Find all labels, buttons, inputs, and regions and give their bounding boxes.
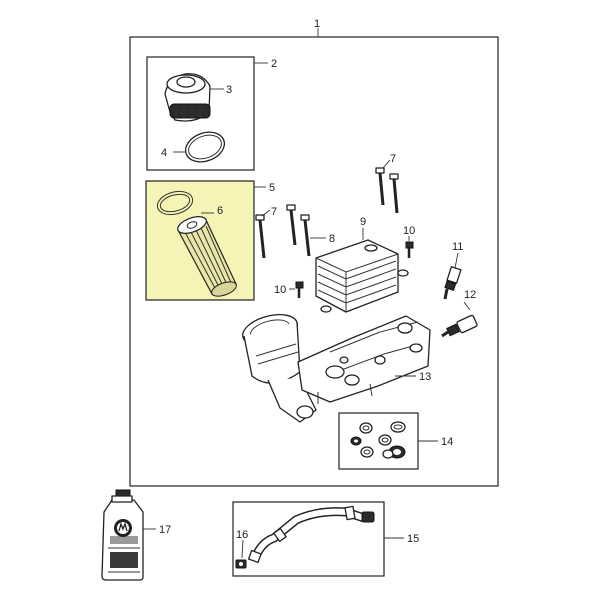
bolt-left xyxy=(255,214,266,259)
callout-5: 5 xyxy=(269,182,275,194)
callout-16-leader xyxy=(241,539,244,559)
callout-13: 13 xyxy=(419,371,431,383)
cap-o-ring xyxy=(184,131,226,163)
callout-10b: 10 xyxy=(274,284,286,296)
callout-11: 11 xyxy=(452,241,463,253)
stud-left xyxy=(295,281,304,298)
callout-1: 1 xyxy=(314,18,320,30)
callout-17: 17 xyxy=(159,524,171,536)
cap-group-box xyxy=(146,56,255,171)
filter-seal-ring xyxy=(156,190,194,216)
bolt-upper-left xyxy=(375,167,385,206)
callout-8: 8 xyxy=(329,233,335,245)
callout-9: 9 xyxy=(360,216,366,228)
callout-2: 2 xyxy=(271,58,277,70)
filter-cap xyxy=(164,73,211,122)
callout-4: 4 xyxy=(161,147,167,159)
seal-kit xyxy=(350,421,406,459)
callout-12: 12 xyxy=(464,289,476,301)
callout-15: 15 xyxy=(407,533,419,545)
oil-hose xyxy=(247,505,375,564)
mopar-logo-icon xyxy=(114,519,132,537)
callout-7b: 7 xyxy=(271,206,277,218)
callout-7a: 7 xyxy=(390,153,396,165)
callout-3: 3 xyxy=(226,84,232,96)
callout-12-leader xyxy=(463,301,471,311)
oil-filter-housing xyxy=(242,314,431,423)
callout-7b-leader xyxy=(261,209,271,217)
bolt-upper-right xyxy=(389,173,399,214)
oil-temperature-sensor xyxy=(441,314,478,338)
oil-pressure-sensor xyxy=(443,266,462,300)
callout-6: 6 xyxy=(217,205,223,217)
filter-element xyxy=(177,216,237,297)
callout-7a-leader xyxy=(382,159,391,169)
callout-10a: 10 xyxy=(403,225,415,237)
assembly-frame xyxy=(129,36,499,487)
callout-14: 14 xyxy=(441,436,453,448)
oil-cooler xyxy=(315,239,409,313)
stud-right xyxy=(405,241,414,258)
callout-16: 16 xyxy=(236,529,248,541)
callout-11-leader xyxy=(454,252,459,269)
oil-bottle-icon xyxy=(101,489,144,581)
bolt-middle-b xyxy=(300,214,311,257)
hose-clamp xyxy=(235,559,247,569)
hose-box xyxy=(232,501,385,577)
bolt-middle-a xyxy=(286,204,297,246)
